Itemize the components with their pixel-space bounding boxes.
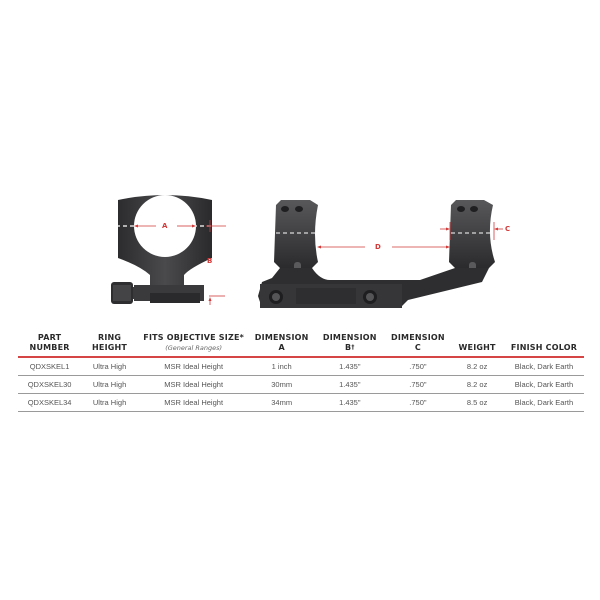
dimension-c-marker [440, 222, 503, 240]
cell-dimension-a: 34mm [249, 393, 315, 412]
table-row: QDXSKEL30 Ultra High MSR Ideal Height 30… [18, 375, 584, 394]
cell-part-number: QDXSKEL30 [18, 375, 82, 394]
mount-front-view [258, 200, 495, 308]
cell-ring-height: Ultra High [81, 375, 138, 394]
dimension-d-marker [317, 245, 450, 249]
cell-dimension-a: 1 inch [249, 357, 315, 376]
scope-mount-diagram [111, 195, 503, 308]
cell-objective-size: MSR Ideal Height [137, 375, 250, 394]
cell-objective-size: MSR Ideal Height [137, 393, 250, 412]
cell-ring-height: Ultra High [81, 393, 138, 412]
header-finish-color: FINISH COLOR [510, 343, 578, 352]
cell-dimension-a: 30mm [249, 375, 315, 394]
cell-finish-color: Black, Dark Earth [503, 393, 584, 412]
table-row: QDXSKEL1 Ultra High MSR Ideal Height 1 i… [18, 357, 584, 376]
cell-dimension-b: 1.435" [314, 375, 386, 394]
label-dimension-a: A [162, 222, 168, 230]
dimension-a-marker [134, 220, 226, 305]
cell-objective-size: MSR Ideal Height [137, 357, 250, 376]
cell-dimension-b: 1.435" [314, 393, 386, 412]
cell-finish-color: Black, Dark Earth [503, 375, 584, 394]
ring-side-view [111, 195, 214, 304]
cell-dimension-c: .750" [385, 393, 451, 412]
cell-part-number: QDXSKEL1 [18, 357, 82, 376]
header-weight: WEIGHT [458, 343, 496, 352]
label-dimension-b: B [207, 257, 213, 265]
table-row: QDXSKEL34 Ultra High MSR Ideal Height 34… [18, 393, 584, 412]
cell-dimension-c: .750" [385, 357, 451, 376]
label-dimension-c: C [505, 225, 511, 233]
cell-part-number: QDXSKEL34 [18, 393, 82, 412]
cell-ring-height: Ultra High [81, 357, 138, 376]
cell-weight: 8.2 oz [450, 375, 504, 394]
header-fits-objective-size: FITS OBJECTIVE SIZE*(General Ranges) [143, 333, 244, 352]
cell-finish-color: Black, Dark Earth [503, 357, 584, 376]
cell-dimension-b: 1.435" [314, 357, 386, 376]
label-dimension-d: D [375, 243, 381, 251]
cell-weight: 8.5 oz [450, 393, 504, 412]
cell-weight: 8.2 oz [450, 357, 504, 376]
cell-dimension-c: .750" [385, 375, 451, 394]
